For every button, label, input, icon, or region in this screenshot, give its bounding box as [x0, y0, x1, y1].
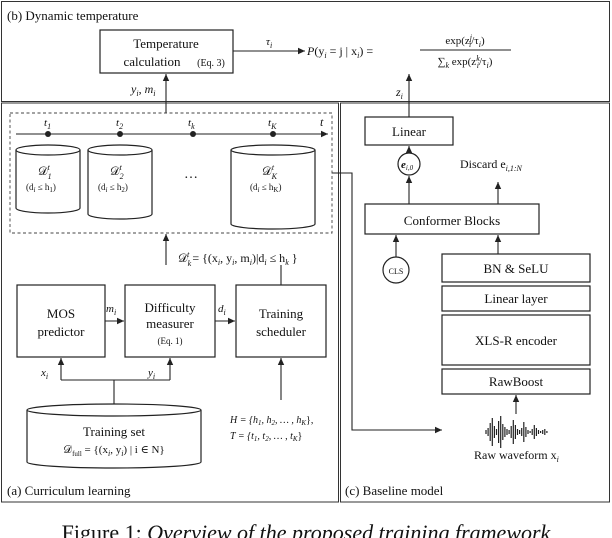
conformer-label: Conformer Blocks — [404, 213, 500, 228]
difficulty-measurer-box — [124, 284, 216, 358]
mos-label: MOS — [47, 306, 75, 321]
raw-waveform-label: Raw waveform xi — [474, 448, 559, 464]
dataset-ellipsis: … — [184, 167, 198, 182]
mos-predictor-box — [16, 284, 106, 358]
dataset-K-cond: (di ≤ hK) — [250, 182, 281, 194]
temperature-calculation-box — [99, 29, 234, 74]
rawboost-label: RawBoost — [489, 374, 544, 389]
training-scheduler-box — [235, 284, 327, 358]
t-definition: T = {t1, t2, … , tK} — [230, 431, 302, 443]
xlsr-label: XLS-R encoder — [475, 333, 558, 348]
z-label: zi — [395, 85, 403, 101]
dataset-cylinder-1: 𝒟1t (di ≤ h1) — [15, 144, 81, 214]
formula-lhs: P(yi = j | xi) = — [306, 44, 373, 60]
calculation-label: calculation — [123, 54, 181, 69]
dataset-1-cond: (di ≤ h1) — [26, 182, 56, 194]
linear-layer-label: Linear layer — [484, 291, 548, 306]
y-m-label: yi, mi — [130, 82, 155, 98]
dataset-2-name: 𝒟2t — [110, 163, 124, 181]
timeline-axis-label: t — [320, 115, 324, 129]
dataset-2-cond: (di ≤ h2) — [98, 182, 128, 194]
bn-label: BN & SeLU — [484, 261, 550, 276]
training-set-cylinder: Training set 𝒟full = {(xi, yi) | i ∈ N} — [26, 403, 202, 469]
tick-label-1: t1 — [44, 117, 51, 131]
tick-dot-2 — [117, 131, 123, 137]
dataset-1-name: 𝒟1t — [38, 163, 52, 181]
full-set-formula: 𝒟full = {(xi, yi) | i ∈ N} — [63, 444, 164, 458]
panel-baseline-model — [340, 102, 610, 503]
e0-label: ei,0 — [401, 159, 414, 172]
linear-box — [364, 116, 454, 146]
dataset-cylinder-K: 𝒟Kt (di ≤ hK) — [230, 144, 316, 230]
xlsr-encoder-box — [441, 314, 591, 366]
linear-label: Linear — [392, 124, 427, 139]
tick-dot-k — [190, 131, 196, 137]
panel-b-title: (b) Dynamic temperature — [7, 8, 139, 23]
dataset-K-name: 𝒟Kt — [262, 163, 278, 181]
d-label: di — [218, 303, 226, 317]
discard-label: Discard ei,1:N — [460, 157, 523, 173]
tau-label: τi — [266, 36, 272, 50]
e0-node — [397, 152, 421, 176]
y-label: yi — [147, 367, 155, 381]
training-set-label: Training set — [83, 424, 145, 439]
predictor-label: predictor — [38, 324, 86, 339]
panel-a-title: (a) Curriculum learning — [7, 483, 131, 498]
dk-formula: 𝒟kt = {(xi, yi, mi)|di ≤ hk } — [178, 250, 298, 268]
m-label: mi — [106, 303, 116, 317]
tick-dot-1 — [45, 131, 51, 137]
tick-label-k: tk — [188, 117, 195, 131]
tick-label-2: t2 — [116, 117, 123, 131]
measurer-label: measurer — [146, 316, 194, 331]
cls-label: CLS — [389, 267, 404, 276]
bn-selu-box — [441, 253, 591, 283]
h-definition: H = {h1, h2, … , hK}, — [229, 415, 313, 427]
linear-layer-box — [441, 285, 591, 312]
tick-dot-K — [270, 131, 276, 137]
eq3-ref: (Eq. 3) — [197, 58, 225, 69]
dataset-cylinder-2: 𝒟2t (di ≤ h2) — [87, 144, 153, 220]
figure-caption: Figure 1: Overview of the proposed train… — [62, 520, 552, 538]
difficulty-label: Difficulty — [144, 300, 196, 315]
panel-c-title: (c) Baseline model — [345, 483, 444, 498]
timeline-ticks: t1 t2 tk tK — [44, 117, 277, 137]
raw-waveform-icon — [485, 416, 548, 448]
conformer-blocks-box — [364, 203, 540, 235]
scheduler-label: scheduler — [256, 324, 306, 339]
panel-dynamic-temperature — [1, 1, 610, 102]
training-label: Training — [259, 306, 304, 321]
rawboost-box — [441, 368, 591, 395]
tick-label-K: tK — [268, 117, 277, 131]
dataset-to-waveform-line — [332, 172, 442, 434]
temperature-label: Temperature — [133, 36, 199, 51]
eq1-ref: (Eq. 1) — [158, 336, 183, 346]
panel-curriculum-learning — [1, 102, 339, 503]
x-label: xi — [40, 367, 48, 381]
